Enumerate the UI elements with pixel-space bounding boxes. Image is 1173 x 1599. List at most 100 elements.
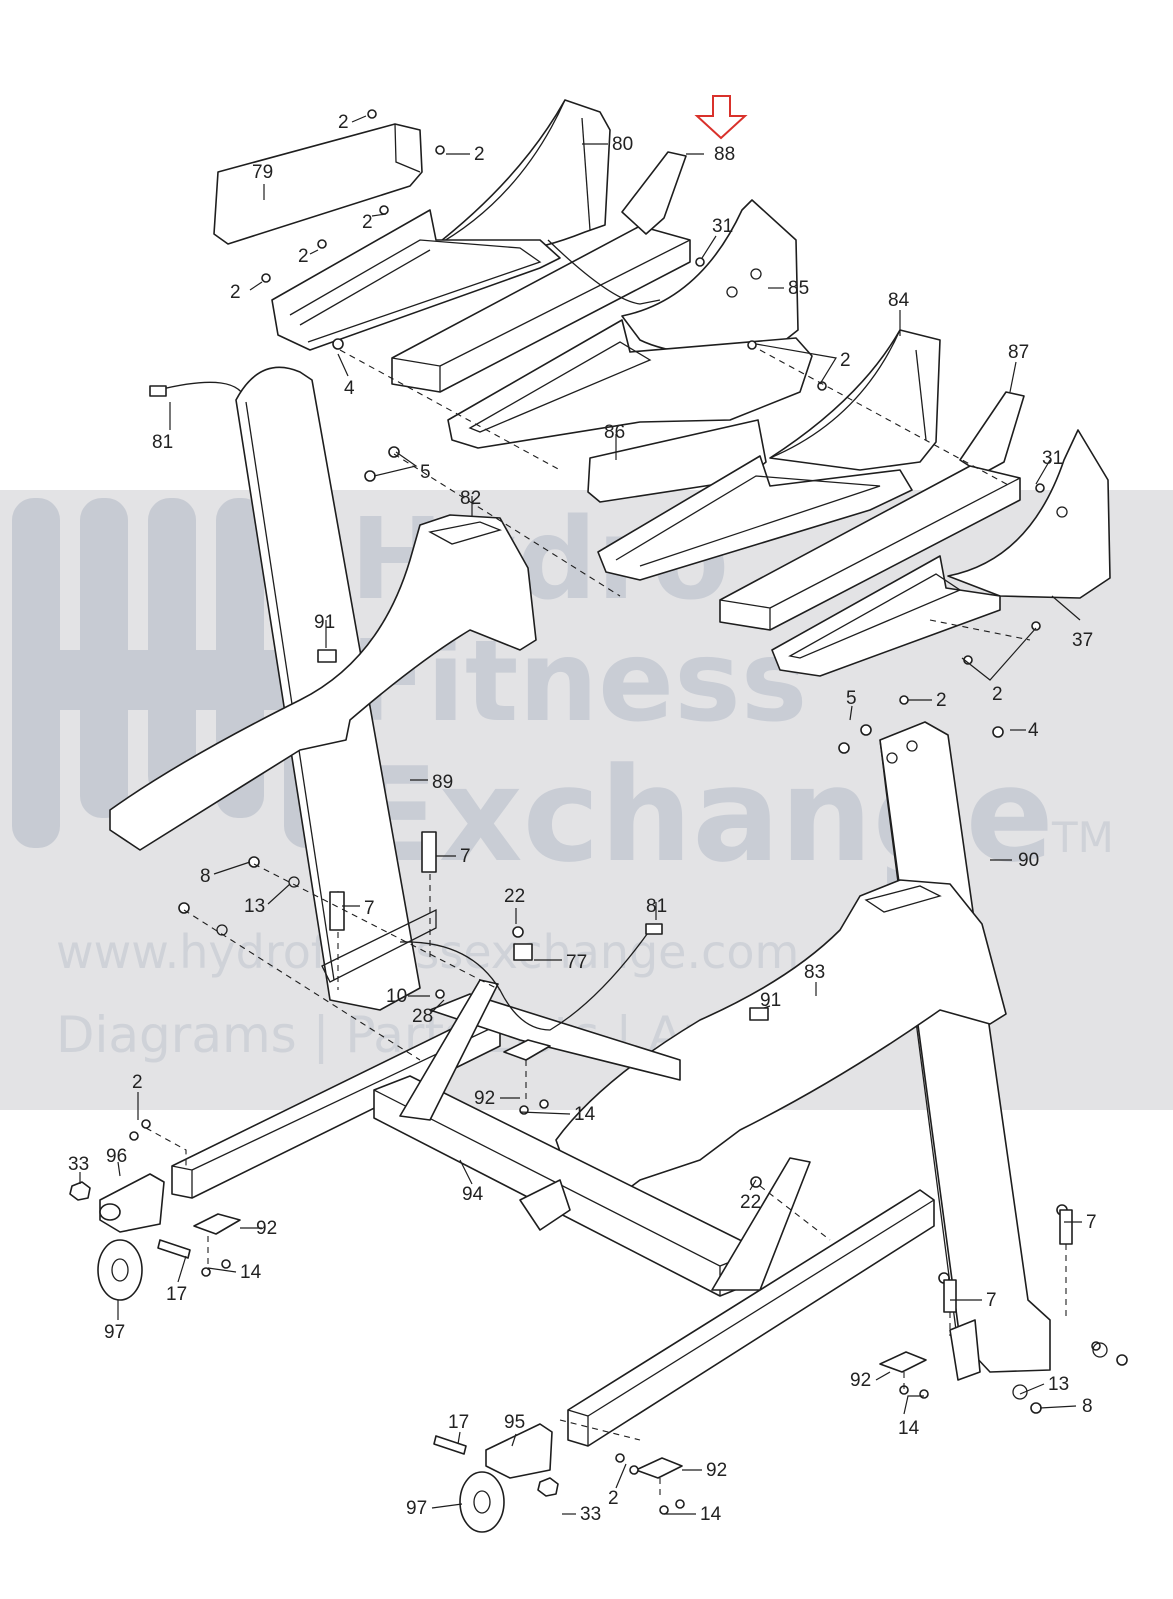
label-84: 84 xyxy=(888,290,910,311)
watermark-url: www.hydrofitnessexchange.com xyxy=(56,925,799,979)
part-91-label-lower xyxy=(749,1007,769,1021)
label-22a: 22 xyxy=(504,886,525,907)
label-83: 83 xyxy=(804,962,825,983)
label-2c: 2 xyxy=(362,212,373,233)
base-frame xyxy=(171,908,981,1447)
part-97-wheel-left xyxy=(97,1239,143,1301)
label-17a: 17 xyxy=(166,1284,187,1305)
label-5a: 5 xyxy=(420,462,431,483)
part-number-labels: 2 2 79 80 88 2 2 31 2 85 4 84 2 87 81 86… xyxy=(68,112,1097,1525)
part-80-side-cover xyxy=(431,99,611,253)
label-8b: 8 xyxy=(1082,1396,1093,1417)
wheels-and-feet xyxy=(69,1039,927,1533)
label-13a: 13 xyxy=(244,896,265,917)
label-31b: 31 xyxy=(1042,448,1063,469)
label-97b: 97 xyxy=(406,1498,427,1519)
label-2f: 2 xyxy=(840,350,851,371)
part-92-foot-4 xyxy=(635,1457,683,1479)
label-5b: 5 xyxy=(846,688,857,709)
label-95: 95 xyxy=(504,1412,525,1433)
label-8a: 8 xyxy=(200,866,211,887)
label-91b: 91 xyxy=(760,990,781,1011)
part-right-crossbar-tube xyxy=(719,465,1021,631)
label-2h: 2 xyxy=(992,684,1003,705)
part-82-left-shroud xyxy=(109,514,537,851)
label-92a: 92 xyxy=(474,1088,495,1109)
part-17-axle-left xyxy=(157,1239,191,1259)
label-89: 89 xyxy=(432,772,453,793)
right-handlebar-assembly xyxy=(597,329,1111,677)
part-87-bracket xyxy=(959,391,1025,475)
part-79-end-cap xyxy=(213,123,423,245)
label-87: 87 xyxy=(1008,342,1029,363)
label-92b: 92 xyxy=(256,1218,277,1239)
down-arrow-outline-icon xyxy=(694,95,748,140)
label-13b: 13 xyxy=(1048,1374,1069,1395)
label-10: 10 xyxy=(386,986,407,1007)
part-81-cable-lower xyxy=(399,929,651,1031)
part-77-connector xyxy=(513,943,533,961)
label-79: 79 xyxy=(252,162,273,183)
part-91-label-upper xyxy=(317,649,337,663)
label-7b: 7 xyxy=(364,898,375,919)
assembly-guide-lines xyxy=(145,349,1067,1500)
label-14d: 14 xyxy=(700,1504,722,1525)
label-14c: 14 xyxy=(898,1418,920,1439)
fasteners xyxy=(129,109,1128,1515)
label-7d: 7 xyxy=(986,1290,997,1311)
label-2e: 2 xyxy=(230,282,241,303)
label-7a: 7 xyxy=(460,846,471,867)
part-92-foot-2 xyxy=(503,1039,551,1061)
part-97-wheel-right xyxy=(459,1471,505,1533)
label-86: 86 xyxy=(604,422,625,443)
label-2g: 2 xyxy=(936,690,947,711)
part-right-pivot-bracket xyxy=(711,1157,811,1291)
part-pivot-plate xyxy=(519,1179,571,1231)
label-2a: 2 xyxy=(338,112,349,133)
label-91a: 91 xyxy=(314,612,335,633)
label-33b: 33 xyxy=(580,1504,601,1525)
label-85: 85 xyxy=(788,278,809,299)
part-17-axle-right xyxy=(433,1435,467,1455)
label-22b: 22 xyxy=(740,1192,761,1213)
label-2d: 2 xyxy=(298,246,309,267)
label-92c: 92 xyxy=(850,1370,871,1391)
label-37: 37 xyxy=(1072,630,1093,651)
label-96: 96 xyxy=(106,1146,127,1167)
label-90: 90 xyxy=(1018,850,1039,871)
label-82: 82 xyxy=(460,488,481,509)
part-92-foot-3 xyxy=(879,1351,927,1373)
label-97a: 97 xyxy=(104,1322,125,1343)
label-17b: 17 xyxy=(448,1412,469,1433)
part-left-pivot-bracket xyxy=(399,979,499,1121)
part-85-side-shell xyxy=(621,199,799,361)
watermark-tm: TM xyxy=(1051,813,1114,862)
label-80: 80 xyxy=(612,134,633,155)
part-95-wheel-bracket xyxy=(485,1423,553,1479)
uprights xyxy=(109,366,1051,1373)
part-88-bracket xyxy=(621,151,687,235)
leader-lines xyxy=(79,115,1082,1515)
label-77: 77 xyxy=(566,952,587,973)
label-94: 94 xyxy=(462,1184,484,1205)
part-right-base-rail xyxy=(567,1189,935,1447)
part-33-nut-right xyxy=(537,1477,559,1497)
label-81b: 81 xyxy=(646,896,667,917)
label-81a: 81 xyxy=(152,432,173,453)
label-88: 88 xyxy=(714,144,735,165)
label-2j: 2 xyxy=(608,1488,619,1509)
label-31a: 31 xyxy=(712,216,733,237)
part-left-lower-tray xyxy=(447,319,813,449)
label-4b: 4 xyxy=(1028,720,1039,741)
label-14b: 14 xyxy=(240,1262,262,1283)
label-28: 28 xyxy=(412,1006,433,1027)
label-2b: 2 xyxy=(474,144,485,165)
label-4a: 4 xyxy=(344,378,355,399)
label-33a: 33 xyxy=(68,1154,89,1175)
label-7c: 7 xyxy=(1086,1212,1097,1233)
part-37-side-shell xyxy=(947,429,1111,599)
label-92d: 92 xyxy=(706,1460,727,1481)
part-33-nut-left xyxy=(69,1181,91,1201)
part-92-foot-1 xyxy=(193,1213,241,1235)
